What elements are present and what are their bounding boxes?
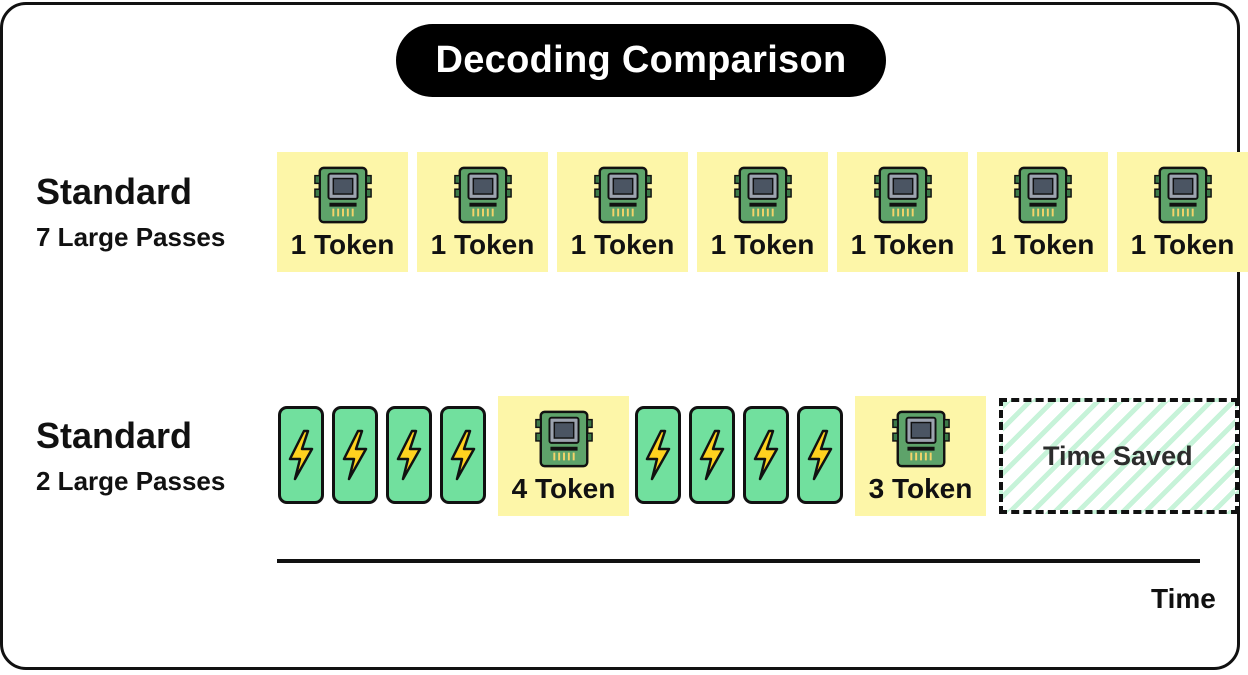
token-label: 1 Token xyxy=(290,229,395,260)
token-label: 1 Token xyxy=(850,229,955,260)
token-pass: 1 Token xyxy=(277,152,408,272)
token-pass: 1 Token xyxy=(1117,152,1248,272)
token-label: 4 Token xyxy=(511,473,616,504)
token-pass: 3 Token xyxy=(855,396,986,516)
row-name: Standard xyxy=(36,171,193,212)
chip-icon xyxy=(733,166,792,224)
draft-card xyxy=(635,406,681,504)
lightning-icon xyxy=(807,429,833,481)
diagram-title: Decoding Comparison xyxy=(396,24,886,97)
token-pass: 4 Token xyxy=(498,396,629,516)
chip-icon xyxy=(891,410,950,468)
time-axis-label: Time xyxy=(1151,583,1216,614)
token-label: 1 Token xyxy=(1130,229,1235,260)
token-label: 1 Token xyxy=(710,229,815,260)
time-saved-label: Time Saved xyxy=(1043,440,1193,471)
token-label: 1 Token xyxy=(570,229,675,260)
draft-card xyxy=(797,406,843,504)
lightning-icon xyxy=(645,429,671,481)
draft-card xyxy=(440,406,486,504)
lightning-icon xyxy=(396,429,422,481)
chip-icon xyxy=(313,166,372,224)
time-saved-box: Time Saved xyxy=(999,398,1239,514)
chip-icon xyxy=(1153,166,1212,224)
token-pass: 1 Token xyxy=(837,152,968,272)
chip-icon xyxy=(873,166,932,224)
chip-icon xyxy=(453,166,512,224)
token-pass: 1 Token xyxy=(417,152,548,272)
row-label-standard-2: Standard 2 Large Passes xyxy=(36,415,226,497)
row-label-standard-7: Standard 7 Large Passes xyxy=(36,171,226,253)
chip-icon xyxy=(1013,166,1072,224)
lightning-icon xyxy=(699,429,725,481)
row-subtitle: 2 Large Passes xyxy=(36,466,226,496)
draft-card xyxy=(278,406,324,504)
token-pass: 1 Token xyxy=(557,152,688,272)
token-label: 1 Token xyxy=(990,229,1095,260)
draft-card xyxy=(689,406,735,504)
chip-icon xyxy=(534,410,593,468)
row-subtitle: 7 Large Passes xyxy=(36,222,226,252)
token-label: 3 Token xyxy=(868,473,973,504)
time-axis xyxy=(277,559,1200,563)
chip-icon xyxy=(593,166,652,224)
token-label: 1 Token xyxy=(430,229,535,260)
token-pass: 1 Token xyxy=(697,152,828,272)
lightning-icon xyxy=(450,429,476,481)
lightning-icon xyxy=(342,429,368,481)
lightning-icon xyxy=(753,429,779,481)
draft-card xyxy=(386,406,432,504)
draft-card xyxy=(332,406,378,504)
token-pass: 1 Token xyxy=(977,152,1108,272)
draft-card xyxy=(743,406,789,504)
lightning-icon xyxy=(288,429,314,481)
row-name: Standard xyxy=(36,415,193,456)
